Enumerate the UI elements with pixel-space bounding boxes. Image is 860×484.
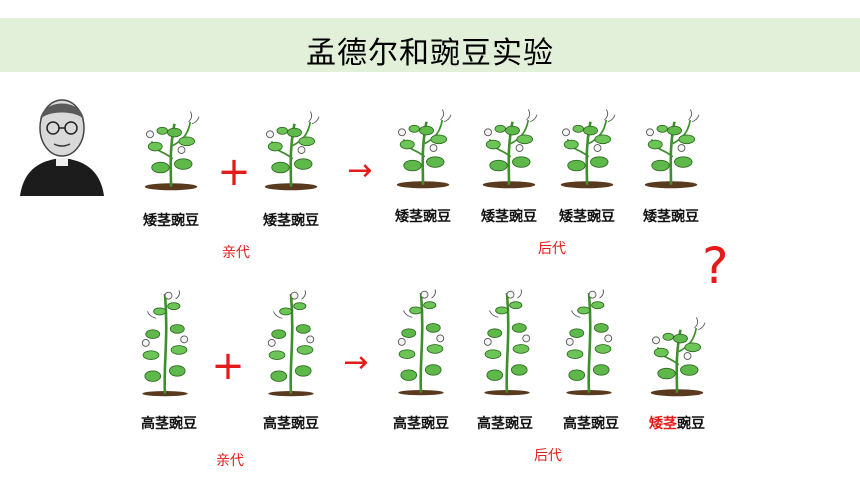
parent-generation-label: 亲代 [216,453,244,469]
arrow: → [343,345,369,380]
plant-label: 高茎豌豆 [563,416,619,432]
tall-pea-plant-icon [256,280,326,404]
plant-label: 高茎豌豆 [141,416,197,432]
plant-label-short-offspring: 矮茎豌豆 [632,413,722,433]
short-pea-plant-icon [552,98,622,198]
tall-pea-plant-icon [386,278,456,404]
plant-label: 矮茎豌豆 [643,209,699,225]
short-pea-plant-icon [388,98,458,198]
plant-label: 矮茎豌豆 [395,209,451,225]
plant-label: 矮茎豌豆 [559,209,615,225]
short-pea-plant-icon [642,306,712,406]
offspring-generation-label: 后代 [538,241,566,257]
tall-pea-plant-icon [130,280,200,404]
question-mark: ? [702,237,729,295]
tall-pea-plant-icon [554,278,624,404]
parent-generation-label: 亲代 [222,245,250,261]
short-pea-plant-icon [256,100,326,200]
tall-pea-plant-icon [472,278,542,404]
short-stem-highlight: 矮茎 [649,416,677,432]
plant-label: 高茎豌豆 [477,416,533,432]
arrow: → [347,153,373,188]
portrait-image [14,84,110,196]
title-band [0,18,860,72]
page-title: 孟德尔和豌豆实验 [306,36,554,71]
pea-text: 豌豆 [677,416,705,432]
plus-sign: + [211,343,245,389]
plus-sign: + [217,149,251,195]
plant-label: 矮茎豌豆 [143,213,199,229]
plant-label: 矮茎豌豆 [263,213,319,229]
plant-label: 高茎豌豆 [393,416,449,432]
short-pea-plant-icon [474,98,544,198]
plant-label: 高茎豌豆 [263,416,319,432]
short-pea-plant-icon [136,100,206,200]
offspring-generation-label: 后代 [534,448,562,464]
plant-label: 矮茎豌豆 [481,209,537,225]
short-pea-plant-icon [636,98,706,198]
